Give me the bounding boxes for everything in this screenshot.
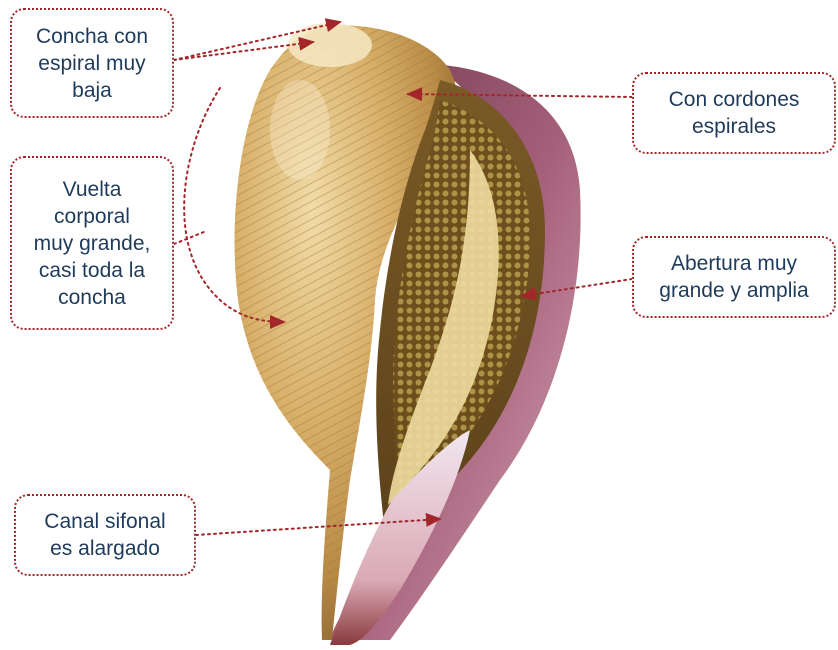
shell-apex xyxy=(288,23,372,67)
pointer-abertura xyxy=(520,278,633,301)
callout-canal-text: Canal sifonal es alargado xyxy=(44,510,166,560)
shell-columella xyxy=(388,150,499,505)
pointer-concha-lower xyxy=(173,36,315,61)
callout-concha: Concha con espiral muy baja xyxy=(10,8,174,118)
shell-ribbing xyxy=(234,25,458,641)
callout-abertura: Abertura muy grande y amplia xyxy=(632,236,836,318)
callout-abertura-text: Abertura muy grande y amplia xyxy=(659,252,809,302)
callout-concha-text: Concha con espiral muy baja xyxy=(35,24,149,102)
callout-vuelta-text: Vuelta corporal muy grande, casi toda la… xyxy=(33,177,151,309)
callout-cordones: Con cordones espirales xyxy=(632,72,836,154)
pointer-canal xyxy=(195,512,442,536)
callout-vuelta: Vuelta corporal muy grande, casi toda la… xyxy=(10,156,174,330)
pointer-cordones xyxy=(406,87,633,102)
pointer-concha-upper xyxy=(173,18,342,61)
shell-highlight xyxy=(270,80,330,180)
pointer-vuelta xyxy=(183,87,286,329)
callout-cordones-text: Con cordones espirales xyxy=(668,88,800,138)
pointer-lines xyxy=(173,18,633,536)
shell-siphonal-canal xyxy=(330,430,470,645)
callout-canal: Canal sifonal es alargado xyxy=(14,494,196,576)
pointer-vuelta-link xyxy=(173,231,205,245)
